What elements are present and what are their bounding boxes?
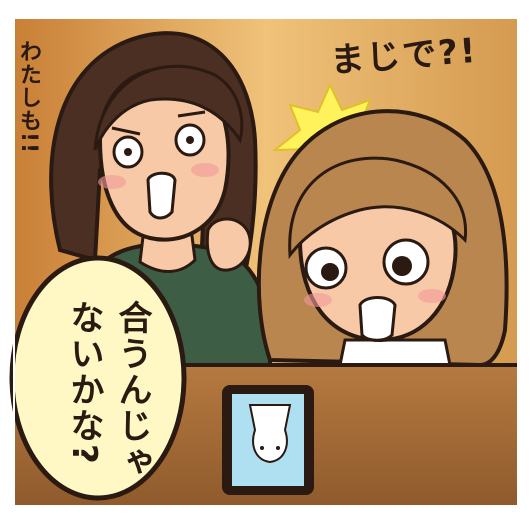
brunette-mouth [146,171,177,220]
blonde-bangs [288,156,468,260]
shout-text: まじで?! [329,30,479,82]
brunette-fist [205,217,252,272]
speech-bubble [9,255,187,501]
smartphone[interactable] [222,385,314,495]
blonde-mouth [358,296,397,342]
phone-character [248,404,292,464]
panel-border [13,17,519,507]
bubble-line-1: 合うんじゃ [112,300,152,480]
white-shirt [338,338,452,367]
bubble-line-2: ないかな? [64,300,104,466]
speech-bubble-text: 合うんじゃ ないかな? [60,300,156,480]
side-caption: わたしも!! [16,40,41,155]
brunette-bangs [93,64,244,151]
